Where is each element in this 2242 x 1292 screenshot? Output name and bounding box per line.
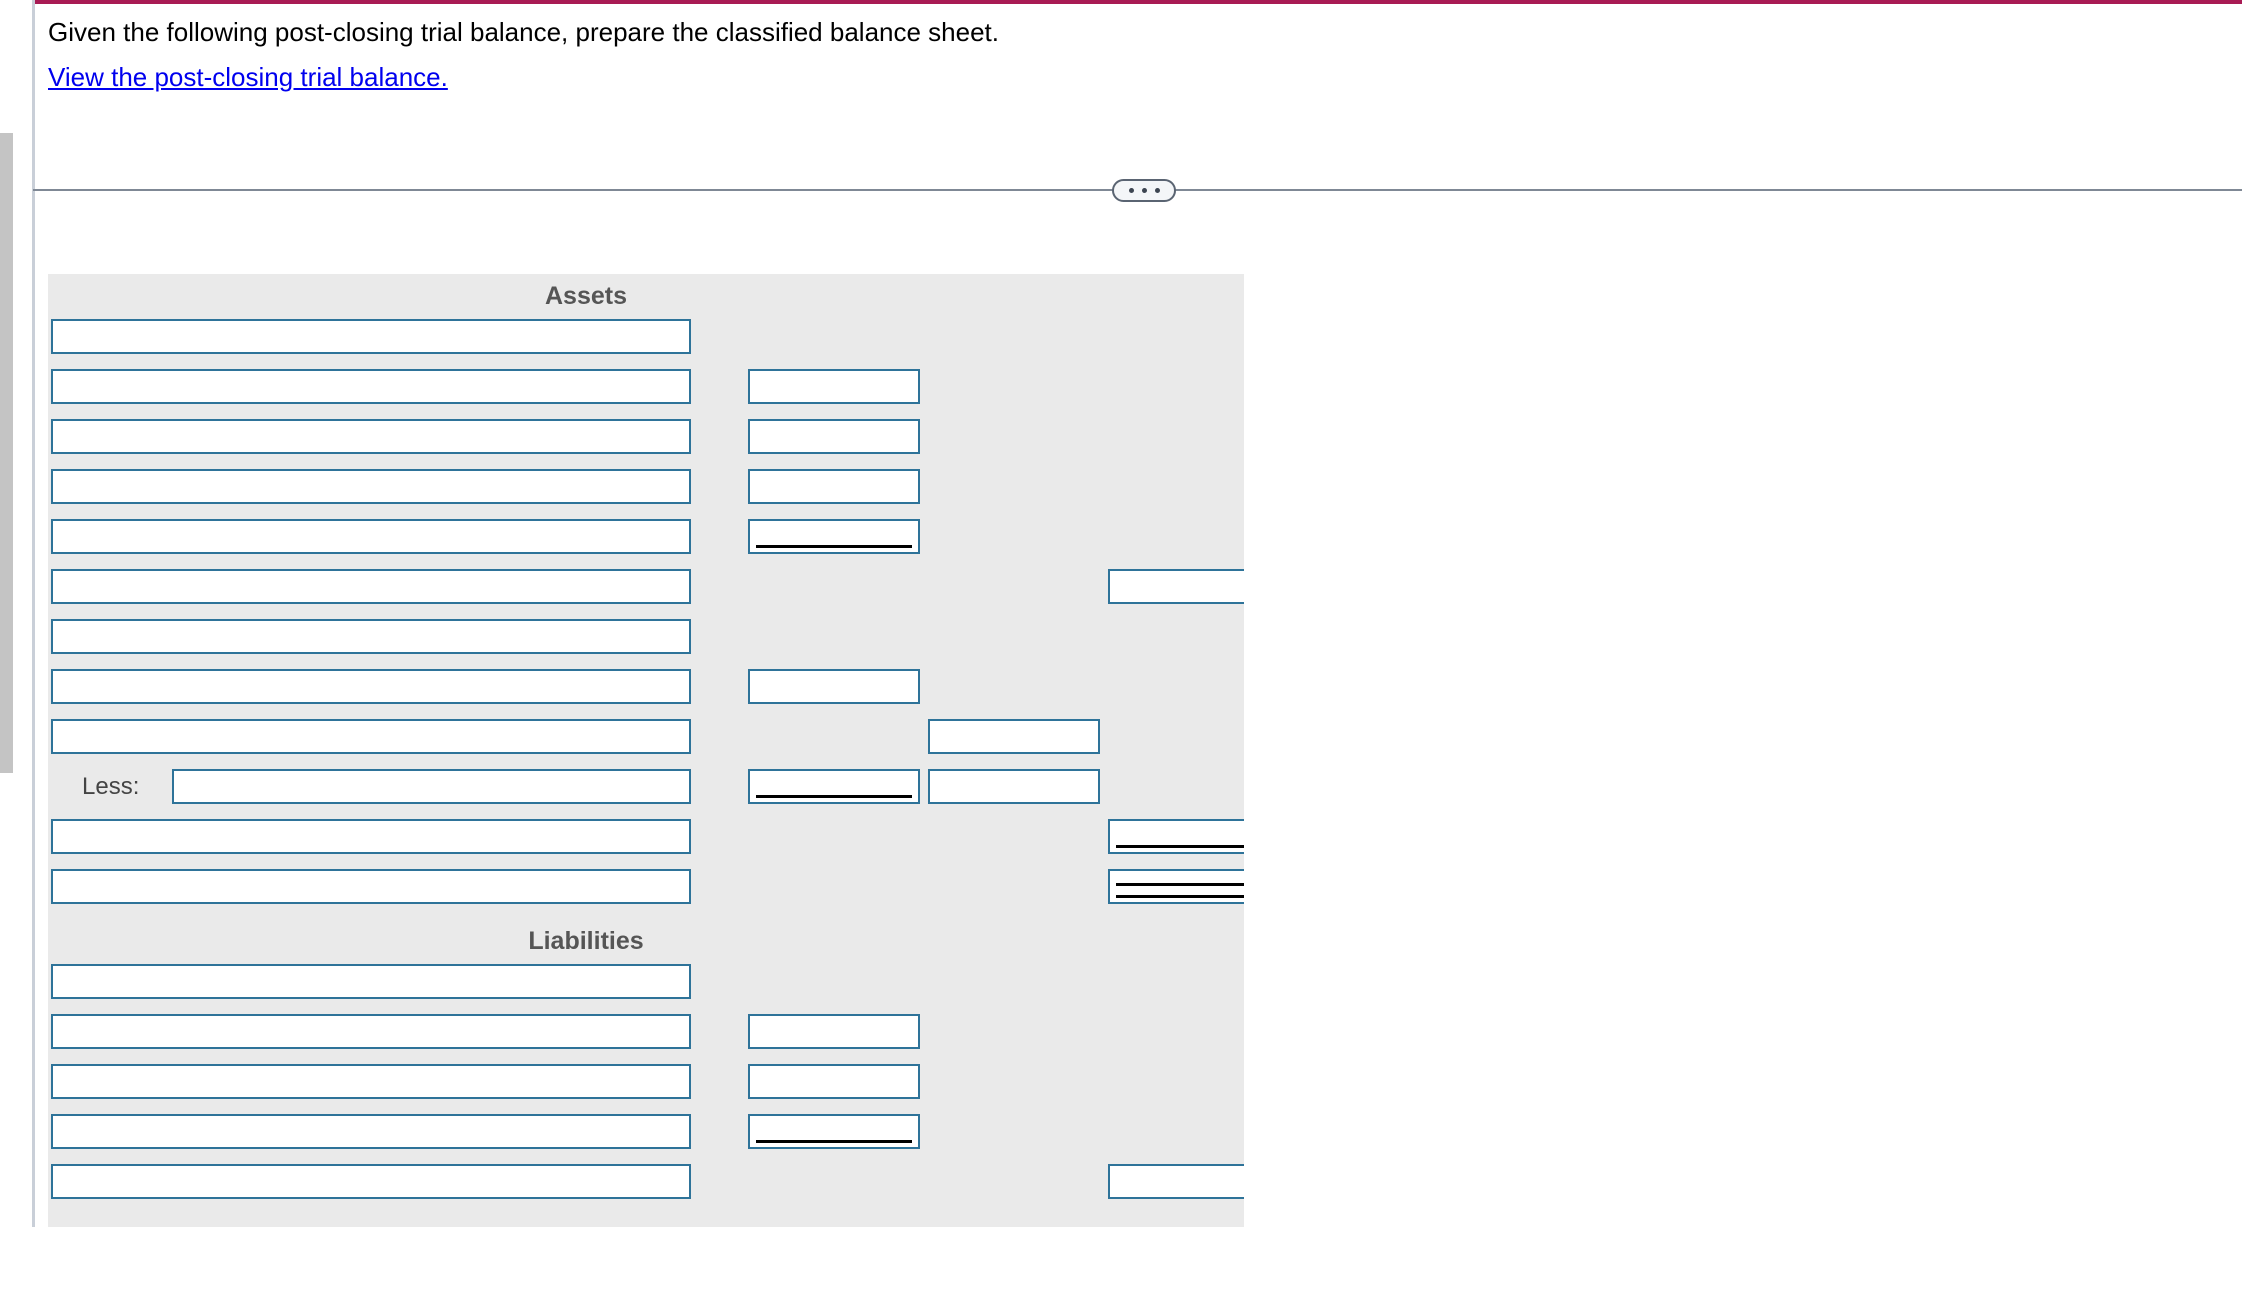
splitter-dot-3 [1154,188,1160,193]
worksheet-input-tot[interactable] [1110,1166,1244,1197]
worksheet-input-sub[interactable] [750,771,918,802]
worksheet-input-tot[interactable] [1110,571,1244,602]
worksheet-row [48,1064,1244,1114]
worksheet-input-desc[interactable] [53,371,689,402]
worksheet-cell-desc[interactable] [51,1164,691,1199]
worksheet-input-mid[interactable] [930,721,1098,752]
worksheet-cell-desc[interactable] [51,819,691,854]
worksheet-input-desc-ind[interactable] [174,771,689,802]
question-area: Given the following post-closing trial b… [48,14,2148,94]
worksheet-cell-desc[interactable] [51,669,691,704]
worksheet-cell-mid[interactable] [928,719,1100,754]
worksheet-cell-sub[interactable] [748,419,920,454]
worksheet-cell-tot[interactable] [1108,819,1244,854]
worksheet-cell-tot[interactable] [1108,569,1244,604]
worksheet-row [48,569,1244,619]
view-trial-balance-link[interactable]: View the post-closing trial balance. [48,62,448,92]
worksheet-input-desc[interactable] [53,421,689,452]
worksheet-cell-desc[interactable] [51,569,691,604]
top-accent-bar [33,0,2242,4]
worksheet-row [48,819,1244,869]
worksheet-input-desc[interactable] [53,521,689,552]
question-prompt: Given the following post-closing trial b… [48,17,999,47]
worksheet-cell-desc-ind[interactable] [172,769,691,804]
worksheet-row [48,964,1244,1014]
worksheet-row [48,719,1244,769]
page-scrollbar-track[interactable] [0,0,13,1227]
worksheet-input-sub[interactable] [750,471,918,502]
worksheet-row [48,519,1244,569]
worksheet-input-desc[interactable] [53,821,689,852]
worksheet-input-desc[interactable] [53,1166,689,1197]
section-heading-assets: Assets [545,282,627,310]
worksheet-input-desc[interactable] [53,471,689,502]
page-scrollbar-thumb[interactable] [0,133,13,773]
worksheet-row [48,869,1244,919]
worksheet-row [48,319,1244,369]
worksheet-input-sub[interactable] [750,1116,918,1147]
worksheet-input-desc[interactable] [53,1066,689,1097]
worksheet-cell-tot[interactable] [1108,869,1244,904]
worksheet-input-desc[interactable] [53,871,689,902]
worksheet-cell-sub[interactable] [748,469,920,504]
worksheet-input-sub[interactable] [750,371,918,402]
worksheet-cell-tot[interactable] [1108,1164,1244,1199]
worksheet-cell-sub[interactable] [748,1114,920,1149]
worksheet-cell-desc[interactable] [51,1064,691,1099]
worksheet-cell-sub[interactable] [748,669,920,704]
worksheet-cell-desc[interactable] [51,719,691,754]
worksheet-input-mid[interactable] [930,771,1098,802]
worksheet-cell-desc[interactable] [51,419,691,454]
splitter-handle[interactable] [1112,179,1176,202]
worksheet-input-desc[interactable] [53,571,689,602]
worksheet-cell-desc[interactable] [51,869,691,904]
worksheet-input-sub[interactable] [750,1066,918,1097]
worksheet-row [48,1164,1244,1214]
worksheet-cell-desc[interactable] [51,1014,691,1049]
worksheet-row [48,469,1244,519]
worksheet-cell-desc[interactable] [51,964,691,999]
worksheet-cell-sub[interactable] [748,519,920,554]
worksheet-input-desc[interactable] [53,721,689,752]
worksheet-cell-desc[interactable] [51,519,691,554]
worksheet-cell-desc[interactable] [51,1114,691,1149]
worksheet-cell-mid[interactable] [928,769,1100,804]
worksheet-input-desc[interactable] [53,321,689,352]
less-label: Less: [82,773,140,800]
panel-left-border [32,0,35,1227]
worksheet-row: Less: [48,769,1244,819]
worksheet-input-sub[interactable] [750,521,918,552]
worksheet-cell-desc[interactable] [51,369,691,404]
worksheet-input-tot[interactable] [1110,821,1244,852]
worksheet-cell-desc[interactable] [51,319,691,354]
worksheet-row [48,1014,1244,1064]
worksheet-cell-desc[interactable] [51,619,691,654]
worksheet-input-desc[interactable] [53,671,689,702]
worksheet-row [48,1114,1244,1164]
worksheet-cell-sub[interactable] [748,769,920,804]
worksheet-input-desc[interactable] [53,621,689,652]
worksheet-input-sub[interactable] [750,1016,918,1047]
worksheet-cell-desc[interactable] [51,469,691,504]
worksheet-input-tot[interactable] [1110,871,1244,902]
worksheet-input-sub[interactable] [750,671,918,702]
worksheet-cell-sub[interactable] [748,1014,920,1049]
worksheet-cell-sub[interactable] [748,369,920,404]
splitter-dot-2 [1141,188,1147,193]
worksheet-row [48,419,1244,469]
worksheet-input-desc[interactable] [53,1016,689,1047]
worksheet-input-sub[interactable] [750,421,918,452]
section-heading-liabilities: Liabilities [528,927,644,955]
worksheet-row [48,619,1244,669]
worksheet-input-desc[interactable] [53,1116,689,1147]
worksheet-input-desc[interactable] [53,966,689,997]
worksheet-cell-sub[interactable] [748,1064,920,1099]
worksheet-row [48,669,1244,719]
worksheet-row [48,369,1244,419]
splitter-dot-1 [1128,188,1134,193]
